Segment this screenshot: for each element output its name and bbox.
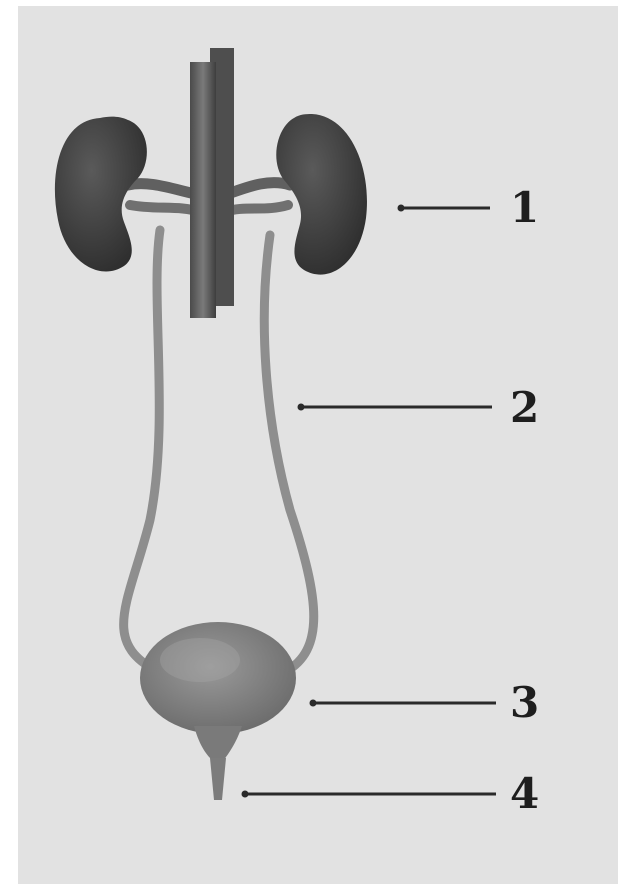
aorta <box>190 62 216 318</box>
leader-line-1 <box>398 205 491 212</box>
label-1: 1 <box>510 183 539 232</box>
leader-line-3 <box>310 700 497 707</box>
label-3: 3 <box>510 678 539 727</box>
label-2: 2 <box>510 383 539 432</box>
left-kidney <box>55 117 147 272</box>
left-ureter <box>124 230 160 670</box>
right-ureter <box>264 235 313 672</box>
bladder-neck <box>194 726 242 760</box>
urethra <box>210 758 226 800</box>
right-kidney <box>276 114 367 275</box>
leader-line-4 <box>242 791 497 798</box>
bladder-highlight <box>160 638 240 682</box>
label-4: 4 <box>510 769 539 818</box>
leader-line-2 <box>298 404 493 411</box>
